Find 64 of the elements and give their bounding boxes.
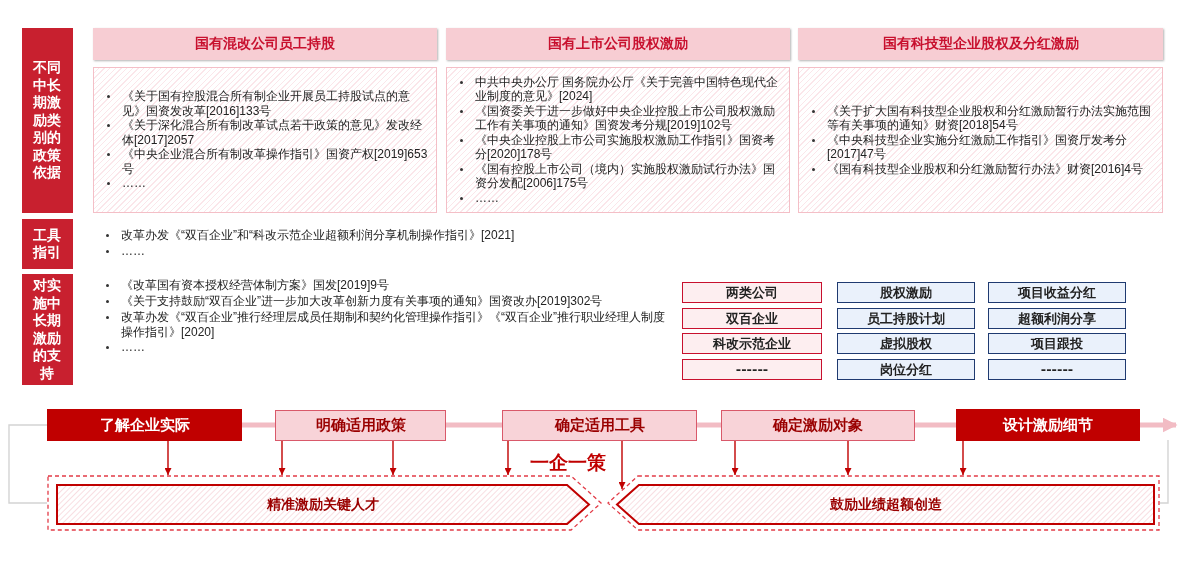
process-step: 了解企业实际	[47, 409, 242, 441]
arrow	[164, 440, 172, 476]
row-heading: 工具指引	[22, 219, 73, 269]
policy-item: 《国资委关于进一步做好中央企业控股上市公司股权激励工作有关事项的通知》国资发考分规[2019]102号	[451, 103, 781, 133]
arrow	[389, 440, 397, 476]
process-step: 设计激励细节	[956, 409, 1140, 441]
slogan-text: 一企一策	[530, 451, 606, 473]
arrow	[731, 440, 739, 476]
policy-item: 改革办发《“双百企业”和“科改示范企业超额利润分享机制操作指引》[2021]	[97, 228, 672, 243]
dashed-frame	[607, 475, 1160, 531]
policy-item: 中共中央办公厅 国务院办公厅《关于完善中国特色现代企业制度的意见》[2024]	[451, 74, 781, 104]
category-tag: 岗位分红	[837, 359, 975, 380]
arrow	[618, 440, 626, 490]
column-header: 国有科技型企业股权及分红激励	[798, 28, 1163, 60]
arrow	[844, 440, 852, 476]
policy-panel	[798, 67, 1163, 213]
category-tag: ------	[988, 359, 1126, 380]
policy-item: 《改革国有资本授权经营体制方案》国发[2019]9号	[97, 278, 672, 293]
policy-item: 《国有控股上市公司（境内）实施股权激励试行办法》国资分发配[2006]175号	[451, 161, 781, 191]
column-header: 国有混改公司员工持股	[93, 28, 437, 60]
column-header: 国有上市公司股权激励	[446, 28, 790, 60]
category-tag: 超额利润分享	[988, 308, 1126, 329]
policy-item: ……	[97, 340, 672, 355]
policy-panel	[93, 67, 437, 213]
category-tag: 项目跟投	[988, 333, 1126, 354]
category-tag: 双百企业	[682, 308, 822, 329]
policy-item: 《中央企业混合所有制改革操作指引》国资产权[2019]653号	[98, 147, 428, 177]
category-tag: 项目收益分红	[988, 282, 1126, 303]
goal-banner: 精准激励关键人才	[56, 484, 590, 525]
row-heading: 不同中长期激励类别的政策依据	[22, 28, 73, 213]
category-tag: 两类公司	[682, 282, 822, 303]
arrow	[278, 440, 286, 476]
category-tag: 科改示范企业	[682, 333, 822, 354]
policy-item: 《关于支持鼓励“双百企业”进一步加大改革创新力度有关事项的通知》国资改办[2019]302号	[97, 294, 672, 309]
category-tag: 员工持股计划	[837, 308, 975, 329]
category-tag: 虚拟股权	[837, 333, 975, 354]
connector-line	[1159, 439, 1169, 504]
policy-item: 《关于扩大国有科技型企业股权和分红激励暂行办法实施范围等有关事项的通知》财资[2018]54号	[803, 103, 1154, 133]
arrow	[1140, 417, 1178, 433]
process-step: 确定适用工具	[502, 410, 697, 441]
connector-line	[242, 422, 275, 428]
policy-item: 《中央企业控股上市公司实施股权激励工作指引》国资考分[2020]178号	[451, 132, 781, 162]
policy-item: ……	[97, 244, 672, 259]
policy-item: 《关于深化混合所有制改革试点若干政策的意见》发改经体[2017]2057	[98, 118, 428, 148]
policy-item: ……	[98, 176, 428, 191]
policy-panel	[446, 67, 790, 213]
dashed-frame	[47, 475, 602, 531]
connector-line	[915, 422, 956, 428]
process-step: 明确适用政策	[275, 410, 446, 441]
goal-banner: 鼓励业绩超额创造	[616, 484, 1155, 525]
policy-item: 《中央科技型企业实施分红激励工作指引》国资厅发考分[2017]47号	[803, 132, 1154, 162]
connector-line	[8, 424, 48, 504]
arrow	[504, 440, 512, 476]
policy-item: 《关于国有控股混合所有制企业开展员工持股试点的意见》国资发改革[2016]133号	[98, 89, 428, 119]
process-step: 确定激励对象	[721, 410, 915, 441]
policy-item: 《国有科技型企业股权和分红激励暂行办法》财资[2016]4号	[803, 161, 1154, 177]
row-heading: 对实施中长期激励的支持	[22, 274, 73, 385]
connector-line	[446, 422, 502, 428]
policy-item: ……	[451, 190, 781, 206]
policy-item: 改革办发《“双百企业”推行经理层成员任期制和契约化管理操作指引》《“双百企业”推行职业经理人制度操作指引》[2020]	[97, 310, 672, 339]
category-tag: ------	[682, 359, 822, 380]
arrow	[959, 440, 967, 476]
category-tag: 股权激励	[837, 282, 975, 303]
connector-line	[697, 422, 721, 428]
